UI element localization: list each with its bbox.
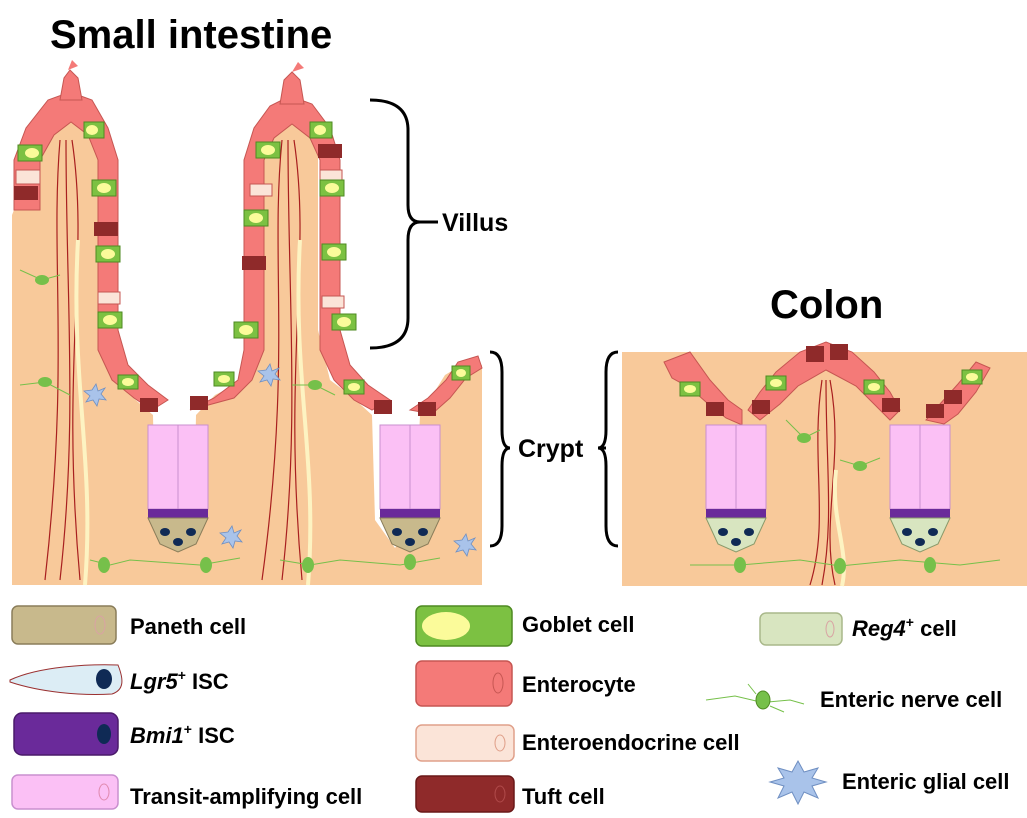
colon-crypt-2 [890, 425, 950, 552]
villus-2-tip [280, 62, 304, 104]
legend-lgr5-label: Lgr5+ ISC [130, 667, 229, 694]
legend-transit-label: Transit-amplifying cell [130, 784, 362, 809]
legend-glial-swatch [770, 761, 826, 804]
colon-title: Colon [770, 283, 883, 327]
small-intestine-title: Small intestine [50, 13, 332, 57]
legend: Paneth cell Lgr5+ ISC Bmi1+ ISC Transit-… [10, 606, 1010, 812]
villus-1-tip [60, 60, 82, 100]
crypt-2 [380, 425, 440, 552]
crypt-1 [148, 425, 208, 552]
legend-glial-label: Enteric glial cell [842, 769, 1010, 794]
legend-transit-swatch [12, 775, 118, 809]
crypt-label: Crypt [518, 435, 584, 463]
legend-enteroendocrine-swatch [416, 725, 514, 761]
legend-nerve-label: Enteric nerve cell [820, 687, 1002, 712]
legend-enterocyte-swatch [416, 661, 512, 706]
legend-reg4-label: Reg4+ cell [852, 614, 957, 641]
legend-enteroendocrine-label: Enteroendocrine cell [522, 730, 740, 755]
villus-label: Villus [442, 209, 508, 237]
legend-reg4-swatch [760, 613, 842, 645]
legend-goblet-label: Goblet cell [522, 612, 634, 637]
legend-nerve-swatch [706, 684, 804, 712]
legend-tuft-label: Tuft cell [522, 784, 605, 809]
crypt-bracket-left [490, 352, 510, 546]
legend-paneth-label: Paneth cell [130, 614, 246, 639]
colon-panel [622, 342, 1027, 586]
small-intestine-panel [12, 60, 482, 585]
legend-tuft-swatch [416, 776, 514, 812]
colon-crypt-1 [706, 425, 766, 552]
legend-paneth-swatch [12, 606, 116, 644]
legend-enterocyte-label: Enterocyte [522, 672, 636, 697]
villus-bracket [370, 100, 438, 348]
crypt-bracket-right [598, 352, 618, 546]
legend-bmi1-label: Bmi1+ ISC [130, 721, 235, 748]
